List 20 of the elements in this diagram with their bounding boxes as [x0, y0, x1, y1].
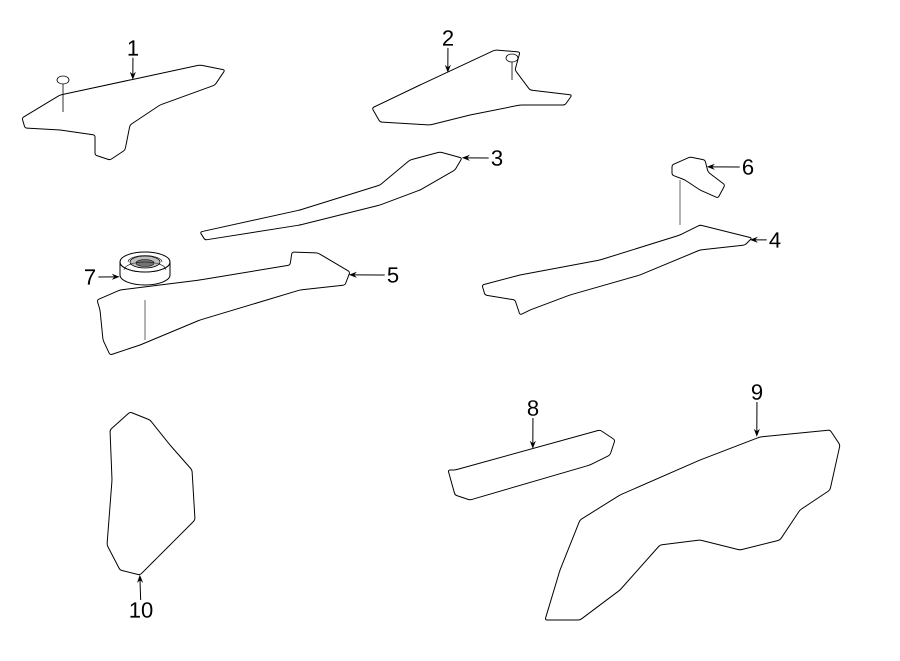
callout-number: 8 [528, 400, 538, 416]
part-drawing [545, 430, 840, 620]
callout-number: 1 [128, 40, 138, 56]
part-drawing [672, 156, 725, 226]
part-drawing [482, 224, 752, 315]
callout-number: 6 [743, 159, 754, 175]
part-drawing [22, 64, 225, 160]
grommet-drawing [120, 252, 170, 286]
callout-number: 9 [752, 384, 762, 400]
callout-number: 2 [443, 30, 454, 46]
callout-number: 4 [769, 232, 780, 248]
callout-number: 3 [492, 150, 502, 166]
callout-number: 7 [85, 269, 96, 285]
part-drawing [372, 50, 572, 126]
part-drawing [106, 412, 196, 576]
part-drawing [200, 152, 462, 240]
part-drawing [97, 252, 350, 355]
callout-number: 10 [130, 602, 152, 618]
callout-number: 5 [388, 267, 398, 283]
part-drawing [448, 430, 615, 500]
